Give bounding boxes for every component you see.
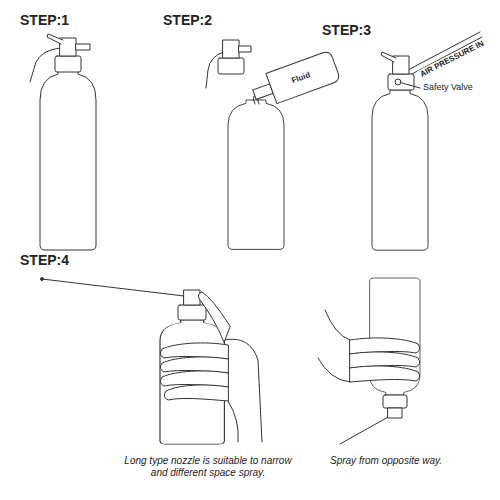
sprayer-in-hand — [41, 278, 263, 445]
valve-cap — [388, 74, 414, 90]
part-label: Fluid — [290, 70, 311, 86]
valve-body — [388, 408, 402, 418]
nozzle-tip — [41, 278, 44, 281]
step-label: STEP:2 — [163, 12, 212, 29]
trigger-lever — [47, 34, 63, 44]
valve-cap — [218, 58, 244, 74]
long-nozzle — [42, 279, 184, 296]
bottle-body — [40, 70, 96, 250]
step-label: STEP:3 — [322, 22, 371, 39]
caption: Spray from opposite way. — [330, 455, 442, 467]
nozzle — [340, 416, 390, 444]
air-port — [76, 44, 90, 50]
sprayer-bottle — [372, 32, 482, 250]
fluid-bottle — [249, 50, 341, 109]
inverted-sprayer — [318, 278, 420, 444]
valve-cap — [178, 305, 206, 320]
step-label: STEP:1 — [20, 12, 69, 29]
air-port — [239, 46, 251, 52]
finger — [160, 357, 228, 373]
sprayer-bottle — [206, 40, 341, 249]
finger — [160, 343, 228, 359]
finger — [164, 385, 228, 401]
bottle-body — [228, 100, 284, 249]
caption: Long type nozzle is suitable to narrow a… — [116, 455, 300, 479]
valve-cap — [383, 395, 407, 408]
valve-body — [223, 40, 239, 58]
wrist — [318, 310, 350, 382]
safety-valve — [395, 79, 401, 85]
fluid-bottle-body — [266, 50, 341, 103]
valve-body — [184, 290, 200, 305]
step-label: STEP:4 — [20, 252, 69, 269]
hand-back — [224, 339, 262, 442]
thumb — [198, 292, 230, 342]
valve-cap — [55, 56, 81, 72]
part-label: Safety Valve — [423, 82, 473, 93]
bottle-body — [372, 90, 428, 250]
finger — [160, 371, 228, 387]
part-label: AIR PRESSURE IN — [417, 38, 487, 80]
finger — [350, 366, 420, 382]
leader-line — [402, 83, 420, 88]
trigger-lever — [381, 52, 396, 62]
sprayer-bottle — [30, 34, 96, 250]
